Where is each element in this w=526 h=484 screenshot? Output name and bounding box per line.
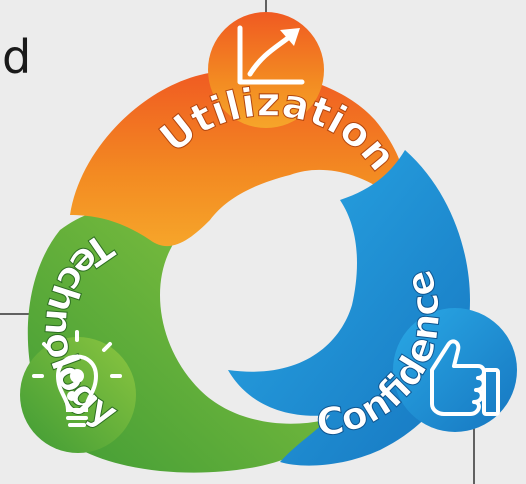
connector-line-right [458, 425, 475, 484]
center-hole [203, 213, 347, 357]
segment-technology [20, 200, 325, 473]
lightbulb-gears-icon [32, 330, 122, 427]
partial-heading-text: d [2, 30, 32, 84]
growth-chart-icon [237, 25, 305, 85]
thumbs-up-icon [430, 339, 500, 416]
